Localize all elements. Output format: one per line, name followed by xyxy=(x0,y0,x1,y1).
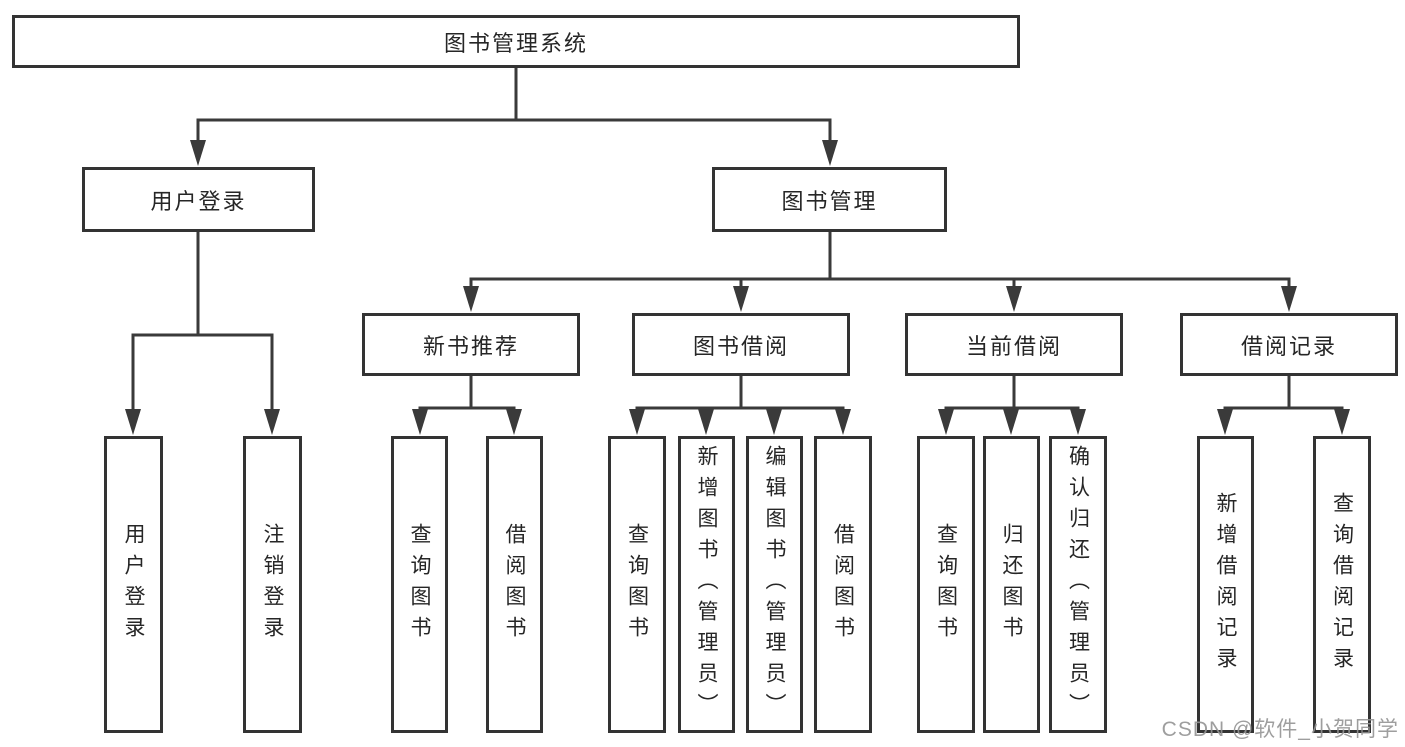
node-label-book-mgmt-group: 图书管理 xyxy=(781,188,878,214)
node-leaf-query-book-3: 查询图书 xyxy=(917,436,975,733)
node-label-borrow-record-group: 借阅记录 xyxy=(1240,333,1337,359)
node-current-borrow-group: 当前借阅 xyxy=(905,313,1123,376)
node-user-login-group: 用户登录 xyxy=(82,167,315,232)
node-label-current-borrow-group: 当前借阅 xyxy=(965,333,1062,359)
node-label-leaf-add-record: 新增借阅记录 xyxy=(1214,491,1237,678)
node-leaf-user-login: 用户登录 xyxy=(104,436,163,733)
node-label-leaf-borrow-book-2: 借阅图书 xyxy=(831,522,855,647)
node-leaf-edit-book: 编辑图书（管理员） xyxy=(746,436,803,733)
node-label-leaf-edit-book: 编辑图书（管理员） xyxy=(763,445,786,724)
node-label-user-login-group: 用户登录 xyxy=(150,188,247,214)
node-leaf-borrow-book-2: 借阅图书 xyxy=(814,436,872,733)
node-root: 图书管理系统 xyxy=(12,15,1020,68)
node-leaf-add-record: 新增借阅记录 xyxy=(1197,436,1254,733)
node-label-leaf-query-book-3: 查询图书 xyxy=(934,522,958,647)
node-leaf-query-record: 查询借阅记录 xyxy=(1313,436,1371,733)
node-leaf-query-book-2: 查询图书 xyxy=(608,436,666,733)
node-new-book-recommend: 新书推荐 xyxy=(362,313,580,376)
node-label-root: 图书管理系统 xyxy=(443,30,588,56)
node-label-book-borrow-group: 图书借阅 xyxy=(692,333,789,359)
node-leaf-query-book-1: 查询图书 xyxy=(391,436,448,733)
node-label-new-book-recommend: 新书推荐 xyxy=(422,333,519,359)
node-label-leaf-query-book-2: 查询图书 xyxy=(625,522,649,647)
node-leaf-confirm-return: 确认归还（管理员） xyxy=(1049,436,1107,733)
node-label-leaf-add-book: 新增图书（管理员） xyxy=(695,445,718,724)
node-label-leaf-query-book-1: 查询图书 xyxy=(408,522,431,647)
node-leaf-borrow-book-1: 借阅图书 xyxy=(486,436,543,733)
node-leaf-add-book: 新增图书（管理员） xyxy=(678,436,735,733)
node-label-leaf-query-record: 查询借阅记录 xyxy=(1330,491,1354,678)
node-label-leaf-logout: 注销登录 xyxy=(261,522,284,647)
node-borrow-record-group: 借阅记录 xyxy=(1180,313,1398,376)
node-label-leaf-confirm-return: 确认归还（管理员） xyxy=(1066,445,1090,724)
watermark-text: CSDN @软件_小贺同学 xyxy=(1161,718,1399,741)
node-label-leaf-return-book: 归还图书 xyxy=(1000,522,1023,647)
node-book-borrow-group: 图书借阅 xyxy=(632,313,850,376)
node-book-mgmt-group: 图书管理 xyxy=(712,167,947,232)
node-label-leaf-user-login: 用户登录 xyxy=(122,522,145,647)
node-leaf-return-book: 归还图书 xyxy=(983,436,1040,733)
node-leaf-logout: 注销登录 xyxy=(243,436,302,733)
node-label-leaf-borrow-book-1: 借阅图书 xyxy=(503,522,526,647)
